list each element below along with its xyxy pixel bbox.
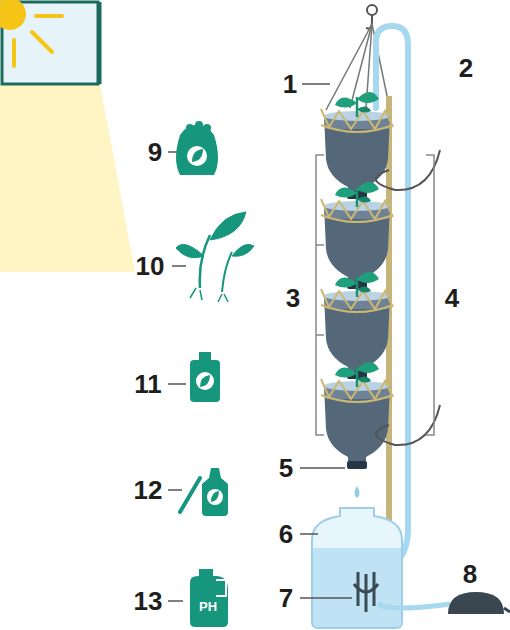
callout-number: 7 [279,585,293,611]
callout-number: 4 [445,285,459,311]
callout-number: 9 [148,139,162,165]
ph-mark: PH [199,600,217,613]
callout-number: 1 [283,71,297,97]
callout-number: 2 [459,55,473,81]
callout-number: 13 [134,588,163,614]
callout-number: 3 [286,285,300,311]
callout-number: 6 [279,521,293,547]
callout-number: 12 [134,477,163,503]
callout-number: 10 [136,253,165,279]
callout-number: 11 [134,371,162,397]
callout-number: 5 [279,455,293,481]
callout-number: 8 [463,561,477,587]
